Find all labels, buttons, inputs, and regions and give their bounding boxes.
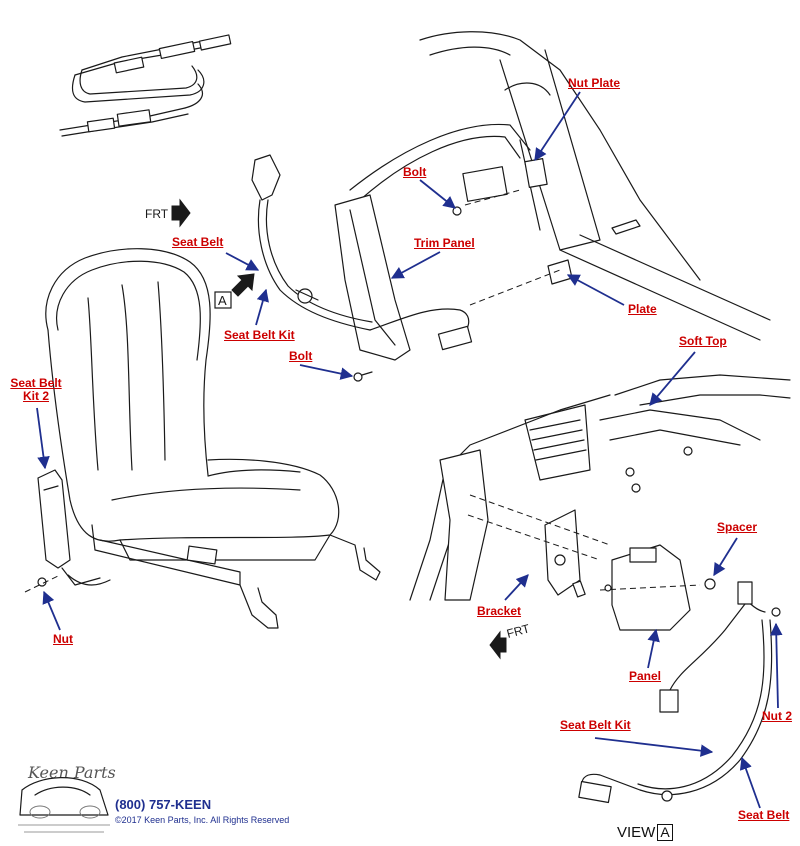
label-bracket[interactable]: Bracket: [477, 604, 522, 618]
label-nut-plate[interactable]: Nut Plate: [568, 76, 621, 90]
label-seat-belt-kit-2[interactable]: Seat Belt Kit 2: [10, 377, 62, 403]
copyright-text: ©2017 Keen Parts, Inc. All Rights Reserv…: [115, 815, 290, 825]
frt-arrow-top: FRT: [145, 198, 191, 228]
view-letter-box: A: [657, 824, 673, 841]
buckle-stalk-illustration: [24, 469, 111, 593]
label-trim-panel[interactable]: Trim Panel: [414, 236, 475, 250]
label-seat-belt-bottom[interactable]: Seat Belt: [738, 808, 790, 822]
seat-illustration: [45, 248, 381, 629]
view-label: VIEW: [617, 824, 656, 841]
view-a-box-text: A: [218, 293, 227, 308]
phone-number: (800) 757-KEEN: [115, 797, 212, 812]
pillar-and-shoulder-belt-illustration: [251, 31, 771, 382]
label-spacer[interactable]: Spacer: [717, 520, 758, 534]
label-plate[interactable]: Plate: [628, 302, 657, 316]
lower-pillar-assembly-illustration: [409, 374, 791, 804]
label-bolt-mid[interactable]: Bolt: [289, 349, 313, 363]
frt-bottom-text: FRT: [505, 621, 532, 641]
label-seat-belt-kit-2-line2: Kit 2: [22, 389, 49, 403]
label-seat-belt-kit-top[interactable]: Seat Belt Kit: [224, 328, 295, 342]
view-a-arrow: A: [214, 273, 255, 309]
logo-brand-text: Keen Parts: [27, 763, 116, 782]
label-nut-2[interactable]: Nut 2: [762, 709, 792, 723]
keen-parts-logo: Keen Parts: [18, 763, 116, 833]
label-panel[interactable]: Panel: [629, 669, 662, 683]
label-soft-top[interactable]: Soft Top: [679, 334, 727, 348]
leader-arrows: [36, 91, 783, 809]
label-bolt-top[interactable]: Bolt: [403, 165, 427, 179]
label-seat-belt-top[interactable]: Seat Belt: [172, 235, 224, 249]
loose-seat-belt-illustration: [59, 34, 232, 137]
frt-arrow-bottom: FRT: [489, 621, 532, 660]
frt-top-text: FRT: [145, 207, 169, 221]
label-nut[interactable]: Nut: [53, 632, 73, 646]
label-seat-belt-kit-2-line1: Seat Belt: [10, 376, 62, 390]
label-seat-belt-kit-bottom[interactable]: Seat Belt Kit: [560, 718, 631, 732]
